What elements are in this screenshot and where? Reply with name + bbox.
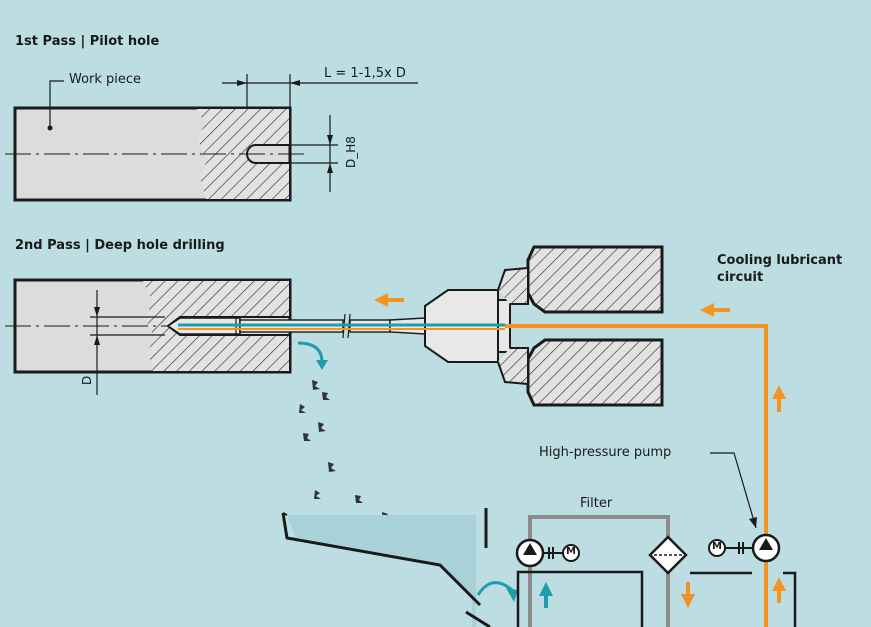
d-label: D bbox=[80, 375, 94, 385]
dh8-dimension bbox=[290, 115, 338, 192]
filter-pipes bbox=[528, 515, 670, 627]
cooling-label-line1: Cooling lubricant bbox=[717, 253, 843, 268]
cooling-label-line2: circuit bbox=[717, 270, 764, 285]
reservoir-walls bbox=[516, 570, 797, 627]
length-label: L = 1-1,5x D bbox=[324, 66, 406, 81]
pump-motor-label: M bbox=[712, 541, 722, 552]
workpiece-leader bbox=[49, 80, 64, 128]
dh8-label: D_H8 bbox=[344, 136, 358, 168]
chip-flow-arrow bbox=[297, 341, 324, 363]
work-piece-label: Work piece bbox=[69, 72, 142, 87]
coolant-circuit bbox=[505, 324, 768, 627]
spindle-chuck bbox=[497, 245, 664, 407]
pump-label: High-pressure pump bbox=[539, 445, 672, 460]
d-dimension bbox=[90, 290, 165, 395]
pump-leader bbox=[710, 452, 757, 529]
cooling-label: Cooling lubricant circuit bbox=[717, 252, 842, 286]
left-pump bbox=[515, 538, 580, 568]
filter-symbol bbox=[648, 535, 688, 575]
pilot-workpiece bbox=[5, 80, 305, 202]
pass2-title: 2nd Pass | Deep hole drilling bbox=[15, 238, 225, 253]
tank-flow-arrow bbox=[476, 581, 513, 596]
high-pressure-pump bbox=[708, 533, 781, 563]
length-dimension bbox=[222, 74, 418, 108]
return-flow-arrow bbox=[539, 582, 553, 608]
flow-arrows bbox=[374, 293, 786, 608]
left-motor-label: M bbox=[566, 546, 576, 557]
filter-label: Filter bbox=[580, 496, 613, 511]
pass1-title: 1st Pass | Pilot hole bbox=[15, 34, 160, 49]
chip-tank bbox=[281, 508, 491, 627]
